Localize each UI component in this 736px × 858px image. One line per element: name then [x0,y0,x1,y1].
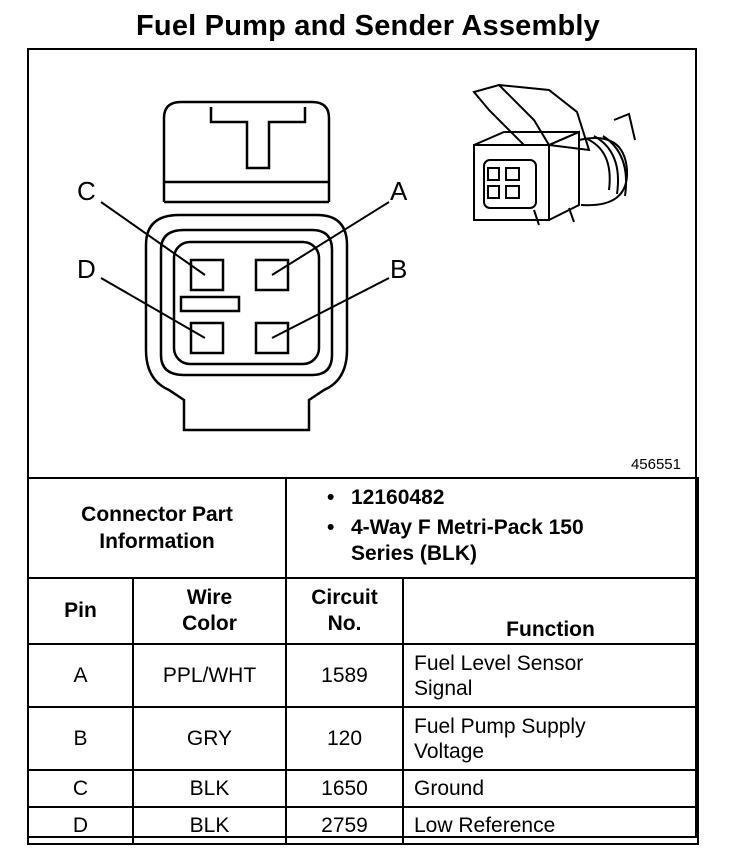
table-row: B GRY 120 Fuel Pump Supply Voltage [27,706,699,771]
connector-latch-tab [209,107,307,170]
cell-pin: A [27,643,134,708]
cell-function: Ground [402,769,699,808]
connector-key-slot [179,295,241,313]
connector-table: Connector Part Information 12160482 4-Wa… [27,477,699,845]
cell-wire-color: BLK [132,806,287,845]
header-circuit: Circuit No. [285,577,404,645]
figure-id: 456551 [630,456,681,473]
cell-circuit: 1589 [285,643,404,708]
page-title: Fuel Pump and Sender Assembly [135,10,600,42]
cell-circuit: 1650 [285,769,404,808]
header-function: Function [402,577,699,645]
connector-part-number: 12160482 [327,485,697,511]
table-row: C BLK 1650 Ground [27,769,699,808]
connector-iso-sketch [472,83,636,226]
cell-circuit: 2759 [285,806,404,845]
connector-diagram: C A D B [77,83,636,432]
cell-wire-color: PPL/WHT [132,643,287,708]
table-row: D BLK 2759 Low Reference [27,806,699,845]
connector-body-outer [144,213,349,432]
terminal-a [254,258,290,292]
leader-line-a [271,201,390,276]
cell-pin: B [27,706,134,771]
pin-label-d: D [77,254,96,284]
terminal-c [189,258,225,292]
cell-circuit: 120 [285,706,404,771]
connector-latch [162,100,331,202]
connector-info-label: Connector Part Information [27,477,287,579]
leader-line-d [100,277,206,339]
table-row: A PPL/WHT 1589 Fuel Level Sensor Signal [27,643,699,708]
leader-line-b [271,277,390,339]
cell-wire-color: GRY [132,706,287,771]
connector-type: 4-Way F Metri-Pack 150 Series (BLK) [327,515,601,567]
connector-info-row: Connector Part Information 12160482 4-Wa… [27,477,699,579]
table-header-row: Pin Wire Color Circuit No. Function [27,577,699,645]
terminal-b [254,321,290,355]
cell-function: Fuel Pump Supply Voltage [402,706,699,771]
connector-info-values: 12160482 4-Way F Metri-Pack 150 Series (… [285,477,699,579]
leader-line-c [100,201,206,276]
connector-cavity-frame [172,240,321,366]
pin-label-a: A [390,176,408,206]
terminal-d [189,321,225,355]
pin-label-b: B [390,254,407,284]
cell-pin: D [27,806,134,845]
diagram-frame: C A D B 456551 [27,48,699,845]
cell-wire-color: BLK [132,769,287,808]
pin-label-c: C [77,176,96,206]
header-pin: Pin [27,577,134,645]
cell-pin: C [27,769,134,808]
header-wire-color: Wire Color [132,577,287,645]
cell-function: Fuel Level Sensor Signal [402,643,699,708]
cell-function: Low Reference [402,806,699,845]
connector-body-inner [159,228,334,377]
